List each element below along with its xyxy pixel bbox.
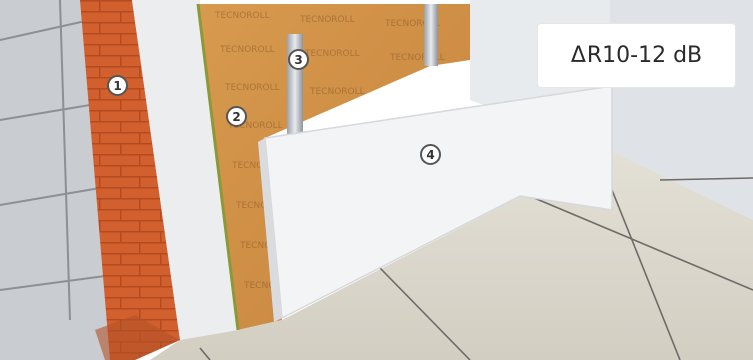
marker-1-brick-wall: 1 — [107, 75, 128, 96]
delta-symbol: Δ — [571, 43, 586, 68]
sound-reduction-value: R10-12 dB — [587, 43, 702, 68]
marker-4-plasterboard: 4 — [420, 144, 441, 165]
svg-text:TECNOROLL: TECNOROLL — [214, 11, 270, 21]
marker-2-insulation: 2 — [226, 106, 247, 127]
sound-reduction-badge: Δ R10-12 dB — [538, 24, 735, 87]
svg-text:TECNOROLL: TECNOROLL — [299, 15, 355, 25]
marker-3-metal-stud: 3 — [288, 49, 309, 70]
svg-text:TECNOROLL: TECNOROLL — [309, 87, 365, 97]
svg-text:TECNOROLL: TECNOROLL — [224, 83, 280, 93]
svg-text:TECNOROLL: TECNOROLL — [304, 49, 360, 59]
metal-stud-2 — [424, 4, 438, 66]
svg-text:TECNOROLL: TECNOROLL — [219, 45, 275, 55]
